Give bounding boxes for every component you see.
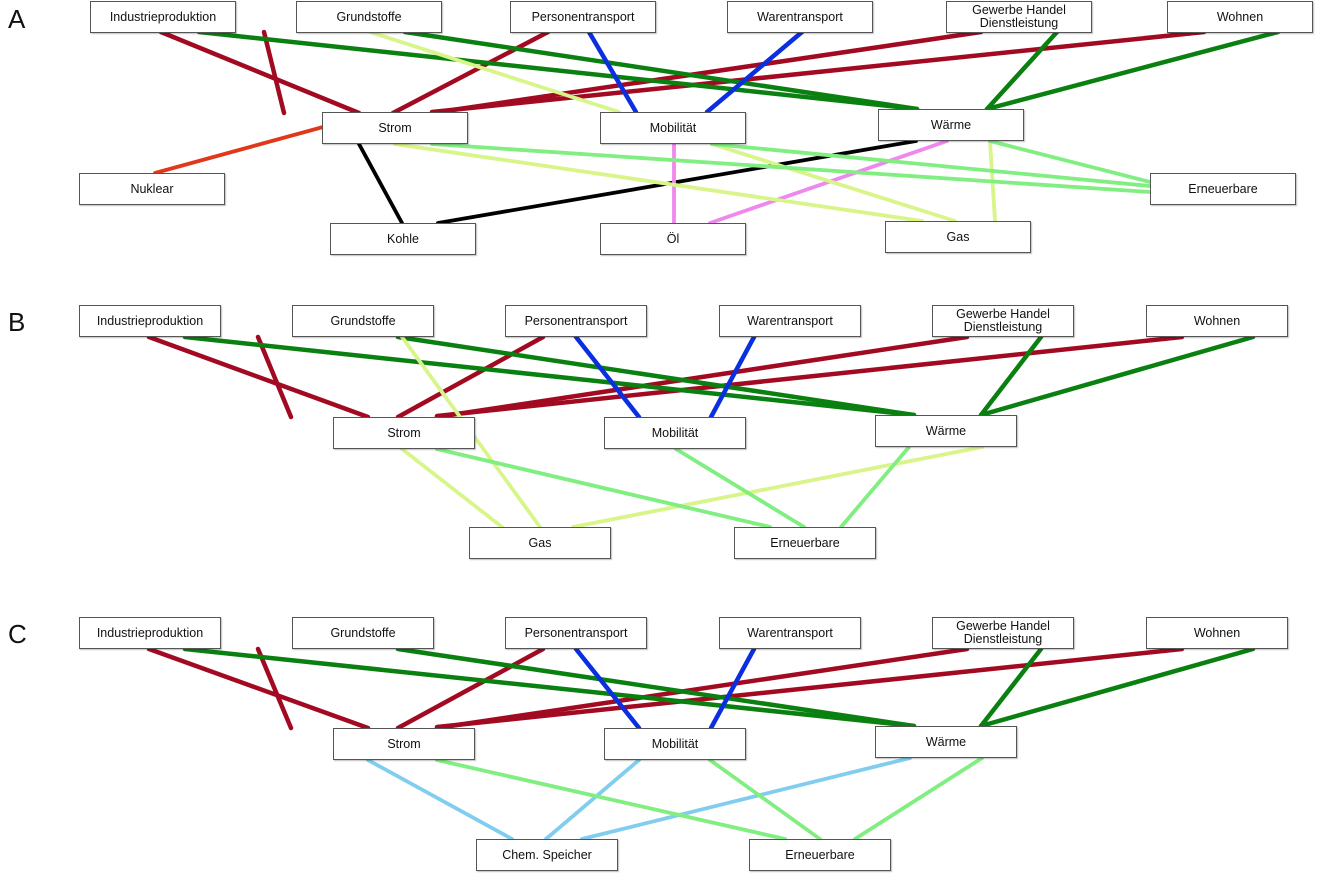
edge-wohn-strom	[434, 646, 1185, 730]
panel-label-a: A	[8, 4, 26, 34]
node-waren: Warentransport	[719, 617, 861, 649]
edge-gew-strom	[429, 29, 984, 116]
node-mob: Mobilität	[604, 728, 746, 760]
edge-strom-gas	[400, 447, 504, 529]
edge-ind-strom	[146, 334, 371, 420]
edge-mob-ern	[710, 142, 1152, 188]
node-waerme: Wärme	[875, 415, 1017, 447]
panel-b-edges	[146, 334, 1256, 529]
panel-label-c: C	[8, 619, 27, 649]
edge-pers-mob	[573, 334, 642, 420]
edge-grund-waerme	[395, 646, 917, 729]
edge-ind-strom	[158, 29, 362, 116]
edge-waerme-ern	[839, 445, 911, 529]
node-kohle: Kohle	[330, 223, 476, 255]
edge-grund-strom	[261, 29, 287, 116]
edge-waren-mob	[704, 29, 805, 115]
node-grund: Grundstoffe	[296, 1, 442, 33]
panel-a-edges	[153, 29, 1281, 225]
node-gew: Gewerbe Handel Dienstleistung	[946, 1, 1092, 33]
edge-grund-waerme	[395, 334, 917, 418]
edge-nuk-strom	[153, 125, 325, 175]
edge-waerme-gas	[571, 445, 984, 529]
node-ind: Industrieproduktion	[79, 305, 221, 337]
node-ind: Industrieproduktion	[79, 617, 221, 649]
edge-wohn-waerme	[978, 334, 1256, 418]
edge-gew-waerme	[984, 29, 1060, 112]
edge-waren-mob	[708, 646, 757, 731]
node-pers: Personentransport	[505, 305, 647, 337]
node-mob: Mobilität	[600, 112, 746, 144]
edge-wohn-strom	[434, 334, 1185, 419]
edge-mob-ern	[708, 758, 822, 841]
edge-ind-strom	[146, 646, 371, 731]
edge-waren-mob	[708, 334, 757, 420]
edge-grund-strom	[255, 646, 294, 731]
edge-grund-mob	[368, 30, 621, 114]
node-waerme: Wärme	[875, 726, 1017, 758]
node-ern: Erneuerbare	[1150, 173, 1296, 205]
edge-ind-waerme	[182, 334, 917, 418]
edge-waerme-ern	[988, 139, 1152, 184]
node-nuk: Nuklear	[79, 173, 225, 205]
node-pers: Personentransport	[505, 617, 647, 649]
edge-pers-strom	[395, 646, 546, 731]
node-waerme: Wärme	[878, 109, 1024, 141]
node-strom: Strom	[322, 112, 468, 144]
edge-strom-ern	[430, 142, 1152, 194]
node-waren: Warentransport	[727, 1, 873, 33]
edge-mob-chem	[544, 758, 641, 841]
edge-pers-strom	[395, 334, 546, 420]
edge-pers-strom	[390, 29, 551, 116]
node-chem: Chem. Speicher	[476, 839, 618, 871]
edge-wohn-strom	[429, 29, 1207, 115]
node-ind: Industrieproduktion	[90, 1, 236, 33]
node-pers: Personentransport	[510, 1, 656, 33]
node-strom: Strom	[333, 728, 475, 760]
edge-gew-strom	[434, 646, 970, 731]
edge-waerme-ern	[853, 756, 984, 841]
edge-gew-waerme	[978, 646, 1044, 729]
node-mob: Mobilität	[604, 417, 746, 449]
edge-gew-strom	[434, 334, 970, 420]
node-strom: Strom	[333, 417, 475, 449]
edge-gew-waerme	[978, 334, 1044, 418]
edge-pers-mob	[586, 29, 639, 115]
edge-pers-mob	[573, 646, 642, 731]
node-gas: Gas	[885, 221, 1031, 253]
edge-grund-waerme	[402, 29, 920, 112]
node-grund: Grundstoffe	[292, 617, 434, 649]
edge-wohn-waerme	[984, 29, 1281, 112]
node-oel: Öl	[600, 223, 746, 255]
edge-ind-waerme	[182, 646, 917, 729]
edge-grund-strom	[255, 334, 294, 420]
edge-mob-ern	[674, 447, 806, 529]
node-wohn: Wohnen	[1146, 305, 1288, 337]
edge-strom-chem	[366, 758, 514, 841]
edge-strom-gas	[393, 142, 924, 223]
node-gas: Gas	[469, 527, 611, 559]
edge-mob-gas	[710, 142, 957, 223]
edge-waerme-chem	[580, 756, 912, 841]
node-gew: Gewerbe Handel Dienstleistung	[932, 305, 1074, 337]
node-ern: Erneuerbare	[749, 839, 891, 871]
node-gew: Gewerbe Handel Dienstleistung	[932, 617, 1074, 649]
edge-wohn-waerme	[978, 646, 1256, 729]
edge-strom-ern	[435, 758, 787, 841]
edge-strom-kohle	[357, 142, 404, 225]
edge-ind-waerme	[196, 29, 920, 112]
edge-strom-ern	[435, 447, 772, 529]
node-ern: Erneuerbare	[734, 527, 876, 559]
node-grund: Grundstoffe	[292, 305, 434, 337]
panel-label-b: B	[8, 307, 26, 337]
panel-c-edges	[146, 646, 1256, 841]
node-waren: Warentransport	[719, 305, 861, 337]
node-wohn: Wohnen	[1146, 617, 1288, 649]
node-wohn: Wohnen	[1167, 1, 1313, 33]
